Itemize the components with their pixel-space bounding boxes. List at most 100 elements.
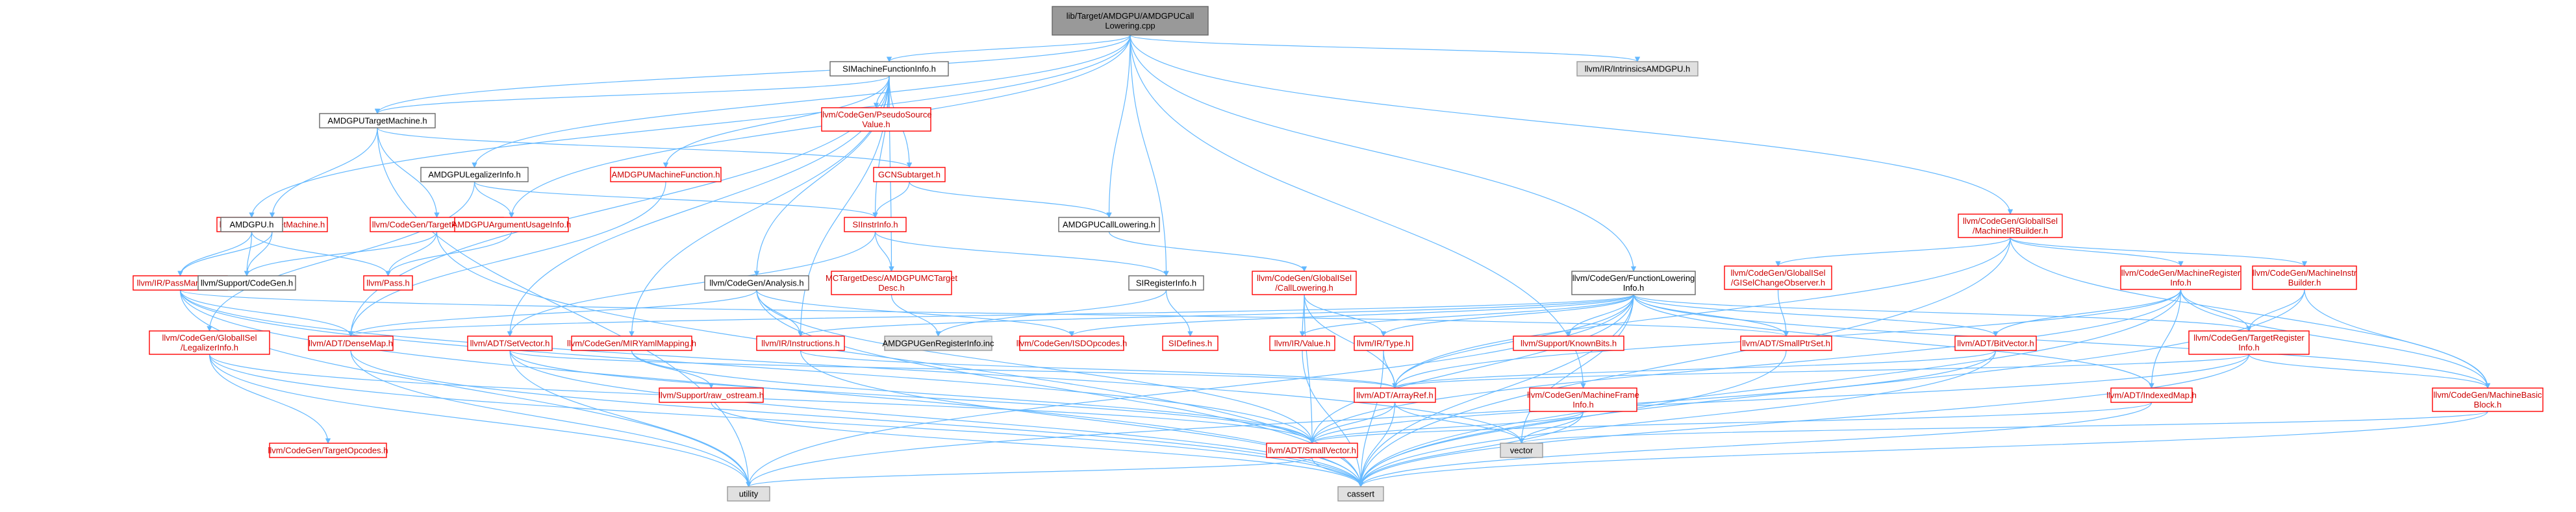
node-vector[interactable]: vector xyxy=(1500,443,1543,458)
edge-tm-to-gcn xyxy=(377,127,912,168)
node-amdgpuh[interactable]: AMDGPU.h xyxy=(220,217,283,232)
edge-gcn-to-siinstr xyxy=(872,181,910,218)
node-box xyxy=(610,167,722,182)
node-box xyxy=(1128,275,1204,291)
edge-cganalysis-to-instrs xyxy=(756,289,803,337)
node-siinstr[interactable]: SIInstrInfo.h xyxy=(844,217,907,232)
node-reginfo_inc[interactable]: AMDGPUGenRegisterInfo.inc xyxy=(883,335,994,351)
node-argusage[interactable]: AMDGPUArgumentUsageInfo.h xyxy=(452,217,572,232)
node-label-line: llvm/CodeGen/MachineInstr xyxy=(2253,268,2357,278)
edge-mreginfo-to-mbb xyxy=(2180,289,2491,389)
node-box xyxy=(704,275,809,291)
node-box xyxy=(756,335,845,351)
node-label-line: llvm/Pass.h xyxy=(366,278,409,288)
node-label-line: SIInstrInfo.h xyxy=(852,220,898,230)
edge-value-to-cassert xyxy=(1302,350,1364,487)
node-pass[interactable]: llvm/Pass.h xyxy=(363,275,413,291)
edge-passmgr-to-utility xyxy=(179,289,751,487)
node-calllow[interactable]: AMDGPUCallLowering.h xyxy=(1058,217,1160,232)
node-label-line: llvm/CodeGen/GlobalISel xyxy=(1731,268,1826,278)
node-smallptrset[interactable]: llvm/ADT/SmallPtrSet.h xyxy=(1740,335,1832,351)
node-rawos[interactable]: llvm/Support/raw_ostream.h xyxy=(659,387,764,403)
node-root[interactable]: lib/Target/AMDGPU/AMDGPUCallLowering.cpp xyxy=(1052,6,1209,36)
edge-root-to-mframe xyxy=(1130,34,1586,389)
node-box xyxy=(269,443,387,458)
edge-amdgpuh-to-pass xyxy=(251,231,391,276)
edge-cganalysis-to-smallvec xyxy=(756,289,1315,444)
node-label-line: Value.h xyxy=(862,119,890,129)
node-label-line: GCNSubtarget.h xyxy=(878,170,941,180)
node-smallvec[interactable]: llvm/ADT/SmallVector.h xyxy=(1266,443,1358,458)
node-intrin[interactable]: llvm/IR/IntrinsicsAMDGPU.h xyxy=(1576,61,1698,77)
edge-legal-to-argusage xyxy=(474,181,514,218)
node-gisel_obs[interactable]: llvm/CodeGen/GlobalISel/GISelChangeObser… xyxy=(1724,265,1832,290)
node-box xyxy=(308,335,394,351)
node-arrayref[interactable]: llvm/ADT/ArrayRef.h xyxy=(1354,387,1436,403)
node-gcn[interactable]: GCNSubtarget.h xyxy=(873,167,946,182)
node-utility[interactable]: utility xyxy=(727,486,770,502)
node-simfi[interactable]: SIMachineFunctionInfo.h xyxy=(829,61,949,77)
node-supcg[interactable]: llvm/Support/CodeGen.h xyxy=(197,275,296,291)
node-gisel_li[interactable]: llvm/CodeGen/GlobalISel/LegalizerInfo.h xyxy=(149,330,270,355)
node-mirbuild[interactable]: llvm/CodeGen/GlobalISel/MachineIRBuilder… xyxy=(1958,213,2063,238)
node-cganalysis[interactable]: llvm/CodeGen/Analysis.h xyxy=(704,275,809,291)
node-amfunc[interactable]: AMDGPUMachineFunction.h xyxy=(610,167,722,182)
edge-setvector-to-arrayref xyxy=(509,350,1398,389)
edge-fli-to-indexedmap xyxy=(1633,294,2154,389)
edge-passmgr-to-smallptrset xyxy=(179,289,1789,337)
node-box xyxy=(873,167,946,182)
edge-rawos-to-cassert xyxy=(711,402,1364,487)
node-label-line: llvm/IR/Type.h xyxy=(1357,339,1410,348)
node-label-line: Block.h xyxy=(2474,400,2502,409)
node-type[interactable]: llvm/IR/Type.h xyxy=(1354,335,1413,351)
node-sidefines[interactable]: SIDefines.h xyxy=(1162,335,1219,351)
node-indexedmap[interactable]: llvm/ADT/IndexedMap.h xyxy=(2106,387,2197,403)
node-mirmap[interactable]: llvm/CodeGen/MIRYamlMapping.h xyxy=(567,335,696,351)
node-layer: lib/Target/AMDGPU/AMDGPUCallLowering.cpp… xyxy=(133,6,2544,502)
node-densemap[interactable]: llvm/ADT/DenseMap.h xyxy=(308,335,394,351)
node-knownbits[interactable]: llvm/Support/KnownBits.h xyxy=(1513,335,1624,351)
edge-bitvector-to-cassert xyxy=(1357,350,1997,487)
node-box xyxy=(1529,387,1637,412)
edge-simfi-to-amfunc xyxy=(663,75,890,168)
edge-mirmap-to-rawos xyxy=(631,350,714,389)
node-box xyxy=(149,330,270,355)
node-box xyxy=(1958,213,2063,238)
node-box xyxy=(2432,387,2544,412)
edge-tri-to-cassert xyxy=(1357,354,2250,487)
edge-siinstr-to-setvector xyxy=(507,231,876,337)
node-setvector[interactable]: llvm/ADT/SetVector.h xyxy=(467,335,553,351)
node-tm[interactable]: AMDGPUTargetMachine.h xyxy=(319,113,436,128)
edge-root-to-argusage xyxy=(509,34,1131,218)
node-box xyxy=(2120,265,2241,290)
edge-smallvec-to-utility xyxy=(746,457,1313,487)
node-box xyxy=(1740,335,1832,351)
edge-fli-to-knownbits xyxy=(1565,294,1634,337)
edge-indexedmap-to-smallvec xyxy=(1309,402,2153,444)
node-box xyxy=(1052,6,1209,36)
node-tgtopc[interactable]: llvm/CodeGen/TargetOpcodes.h xyxy=(268,443,388,458)
node-legal[interactable]: AMDGPULegalizerInfo.h xyxy=(420,167,529,182)
node-box xyxy=(1058,217,1160,232)
node-value[interactable]: llvm/IR/Value.h xyxy=(1269,335,1335,351)
node-siri[interactable]: SIRegisterInfo.h xyxy=(1128,275,1204,291)
node-instrs[interactable]: llvm/IR/Instructions.h xyxy=(756,335,845,351)
node-label-line: llvm/ADT/ArrayRef.h xyxy=(1356,391,1433,400)
node-label-line: /MachineIRBuilder.h xyxy=(1973,226,2048,236)
edge-tgtmach-to-passmgr xyxy=(177,231,273,276)
node-box xyxy=(829,61,949,77)
node-gisel_cl[interactable]: llvm/CodeGen/GlobalISel/CallLowering.h xyxy=(1252,271,1357,295)
node-cassert[interactable]: cassert xyxy=(1337,486,1384,502)
node-box xyxy=(821,107,931,132)
edge-root-to-intrin xyxy=(1130,34,1640,62)
node-bitvector[interactable]: llvm/ADT/BitVector.h xyxy=(1954,335,2037,351)
node-isdop[interactable]: llvm/CodeGen/ISDOpcodes.h xyxy=(1017,335,1128,351)
